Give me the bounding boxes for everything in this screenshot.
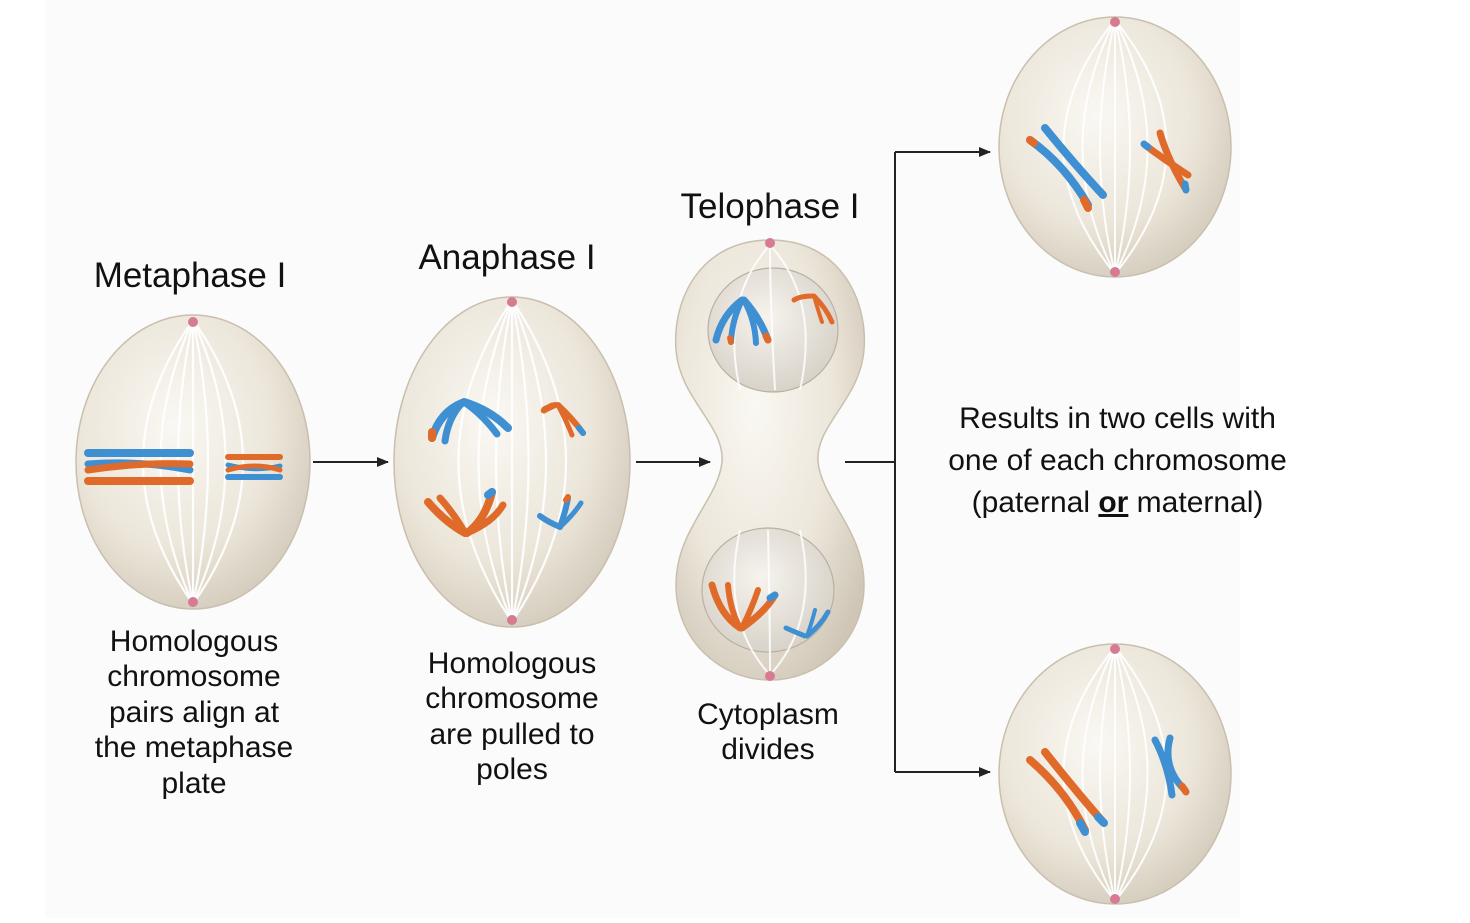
chromosome-pair-small [225,454,283,480]
telophase-chromosomes-top [712,293,835,346]
caption-line: Homologous [109,625,279,658]
centrosome [765,238,775,681]
chromosome-pair-large [84,449,194,485]
metaphase-cell [75,314,311,610]
spindle-fibers [457,299,568,623]
caption-line: divides [721,733,815,767]
spindle-fibers [733,244,807,676]
centrosome [188,317,198,607]
caption-line: chromosome [425,682,599,716]
caption-line: Cytoplasm [697,698,839,731]
anaphase-chromosomes-bottom [424,488,584,537]
result-line-2: one of each chromosome [948,444,1287,477]
branch-connector [845,147,991,777]
result-line-3-end: maternal) [1128,486,1264,519]
result-emphasis: or [1098,486,1129,519]
result-text: Results in two cells with one of each ch… [905,398,1330,524]
metaphase-title: Metaphase I [93,256,287,295]
telophase-chromosomes-bottom [708,581,831,639]
caption-line: chromosome [107,660,281,694]
result-line-3: (paternal or maternal) [905,482,1330,524]
anaphase-title: Anaphase I [418,238,596,277]
chromosome-paternal [1026,124,1107,212]
telophase-caption: Cytoplasm divides [648,697,888,768]
anaphase-caption: Homologous chromosome are pulled to pole… [372,646,652,788]
telophase-title: Telophase I [680,187,860,226]
caption-line: pairs align at [108,695,280,729]
chromosome-maternal [1026,748,1108,836]
caption-line: Homologous [427,647,597,680]
result-line-3-start: (paternal [971,486,1099,519]
centrosome [1110,17,1120,277]
chromosome-maternal [1140,129,1192,194]
result-line-1: Results in two cells with [959,402,1276,435]
daughter-cell-bottom [998,643,1232,905]
caption-line: the metaphase [94,731,294,765]
caption-line: plate [161,766,227,800]
anaphase-cell [393,296,631,628]
anaphase-chromosomes-top [428,398,586,445]
caption-line: poles [476,753,548,787]
metaphase-caption: Homologous chromosome pairs align at the… [54,624,334,801]
centrosome [507,297,517,625]
telophase-cell [674,238,866,681]
daughter-cell-top [998,16,1232,278]
caption-line: are pulled to [429,717,595,751]
chromosome-paternal [1151,734,1190,799]
centrosome [1110,644,1120,904]
